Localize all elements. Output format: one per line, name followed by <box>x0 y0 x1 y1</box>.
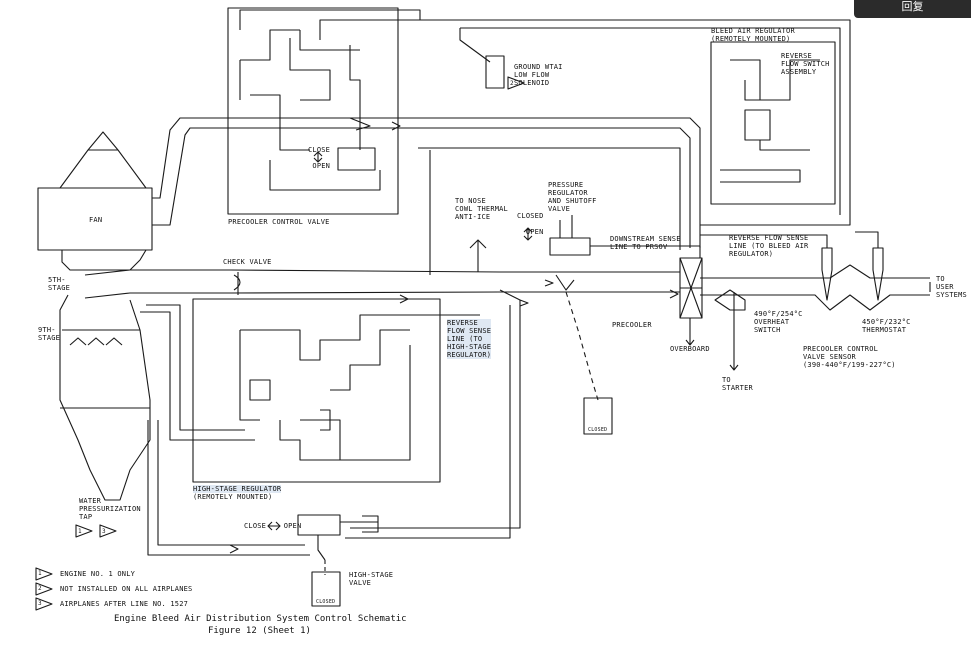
caption-figure: Figure 12 (Sheet 1) <box>208 626 311 636</box>
bleed-air-regulator-label: BLEED AIR REGULATOR (REMOTELY MOUNTED) <box>711 27 795 43</box>
to-nose-cowl-label: TO NOSE COWL THERMAL ANTI-ICE <box>455 197 508 221</box>
pcv-sensor-label: PRECOOLER CONTROL VALVE SENSOR (390-440°… <box>803 345 896 369</box>
prsov-label: PRESSURE REGULATOR AND SHUTOFF VALVE <box>548 181 597 213</box>
check-valve <box>233 272 241 295</box>
prsov-position-indicator <box>583 397 613 435</box>
overheat-switch-label: 490°F/254°C OVERHEAT SWITCH <box>754 310 803 334</box>
water-tap-label: WATER PRESSURIZATION TAP <box>79 497 141 521</box>
precooler-label: PRECOOLER <box>612 321 652 329</box>
pcv-close-open-label: CLOSE OPEN <box>308 146 331 170</box>
water-tap-note-3: 3 <box>102 528 106 535</box>
to-user-systems-label: TO USER SYSTEMS <box>936 275 967 299</box>
note-num-2: 2 <box>38 585 42 592</box>
compressor-body <box>59 294 151 501</box>
overboard-label: OVERBOARD <box>670 345 710 353</box>
hsv-position-indicator <box>311 571 341 607</box>
fan-label: FAN <box>89 216 103 224</box>
caption-title: Engine Bleed Air Distribution System Con… <box>114 614 407 624</box>
remotely-mounted-label: (REMOTELY MOUNTED) <box>193 493 273 501</box>
note-num-1: 1 <box>38 570 42 577</box>
water-tap-note-1: 1 <box>78 528 82 535</box>
precooler-control-valve-label: PRECOOLER CONTROL VALVE <box>228 218 330 226</box>
note-num-3: 3 <box>38 600 42 607</box>
reverse-flow-switch-label: REVERSE FLOW SWITCH ASSEMBLY <box>781 52 830 76</box>
thermostat-label: 450°F/232°C THERMOSTAT <box>862 318 911 334</box>
note-text-3: AIRPLANES AFTER LINE NO. 1527 <box>60 600 189 608</box>
thermostat-sensor <box>872 247 884 301</box>
reply-button-label: 回复 <box>901 1 924 13</box>
high-stage-duct <box>147 420 310 556</box>
fifth-stage-label: 5TH- STAGE <box>48 276 71 292</box>
reply-button[interactable]: 回复 <box>854 0 971 18</box>
note-text-2: NOT INSTALLED ON ALL AIRPLANES <box>60 585 193 593</box>
fan-air-duct <box>152 117 701 248</box>
to-starter-label: TO STARTER <box>722 376 753 392</box>
prsov-closed-open-label: CLOSED OPEN <box>517 212 544 236</box>
hsv-close-open-label: CLOSE OPEN <box>244 522 302 530</box>
reverse-flow-sense-bar-label: REVERSE FLOW SENSE LINE (TO BLEED AIR RE… <box>729 234 809 258</box>
precooler-control-valve-box <box>227 7 399 215</box>
bleed-air-regulator-box <box>710 41 836 205</box>
ground-wtai-note: 2 <box>510 80 514 87</box>
pcv-sensor <box>821 247 833 301</box>
prsov-indicator-closed: CLOSED <box>588 427 608 433</box>
high-stage-regulator-label: HIGH-STAGE REGULATOR <box>193 485 282 493</box>
fan-box <box>37 187 153 251</box>
high-stage-regulator-box <box>192 298 441 483</box>
ninth-stage-label: 9TH- STAGE <box>38 326 61 342</box>
reverse-flow-sense-hsr-label: REVERSE FLOW SENSE LINE (TO HIGH-STAGE R… <box>447 319 492 359</box>
ground-wtai-solenoid <box>485 55 505 89</box>
hsv-indicator-closed: CLOSED <box>316 599 336 605</box>
high-stage-valve-label: HIGH-STAGE VALVE <box>349 571 394 587</box>
note-text-1: ENGINE NO. 1 ONLY <box>60 570 136 578</box>
user-duct <box>700 264 930 279</box>
ground-wtai-label: GROUND WTAI LOW FLOW SOLENOID <box>514 63 563 87</box>
check-valve-label: CHECK VALVE <box>223 258 272 266</box>
fifth-stage-duct <box>84 269 680 276</box>
downstream-sense-label: DOWNSTREAM SENSE LINE TO PRSOV <box>610 235 681 251</box>
fan-cone <box>59 149 147 189</box>
